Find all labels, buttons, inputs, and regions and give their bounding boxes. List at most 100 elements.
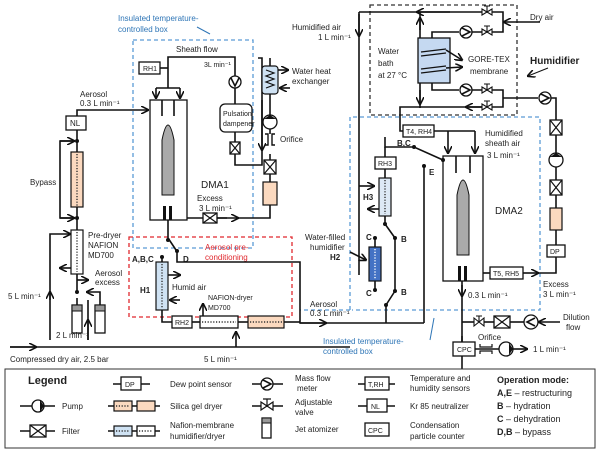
heat-exchanger-label: Water heat: [292, 67, 332, 76]
pre-dryer-label-2: NAFION: [88, 241, 118, 250]
dma1-label: DMA1: [201, 180, 229, 191]
2l-label: 2 L min⁻¹: [56, 331, 89, 340]
switch-b-bottom-label: B: [401, 288, 407, 297]
1l-label: 1 L min⁻¹: [533, 345, 566, 354]
switch-c-bottom-label: C: [366, 289, 372, 298]
rh2-label: RH2: [175, 320, 189, 327]
op-mode-ae: A,E – restructuring: [497, 388, 572, 398]
dry-air-label: Dry air: [530, 13, 554, 22]
adjustable-valve-icon: [481, 5, 493, 111]
sheath-rate-label: 3L min⁻¹: [204, 62, 231, 69]
legend-dp-symbol: DP: [125, 382, 135, 389]
bypass-label: Bypass: [30, 178, 56, 187]
legend-filter: Filter: [20, 424, 80, 438]
switch-b-top-label: B: [401, 235, 407, 244]
humidified-sheath-label-2: sheath air: [485, 139, 520, 148]
humidified-sheath-label: Humidified: [485, 129, 523, 138]
filter-icon: [549, 119, 563, 136]
legend-trh-symbol: T,RH: [368, 382, 384, 389]
legend-trh-label-2: humidity sensors: [410, 384, 470, 393]
humidifier-pointer: [528, 67, 549, 76]
legend-jet-label: Jet atomizer: [295, 425, 339, 434]
cpc-label: CPC: [457, 347, 472, 354]
legend-box: [4, 368, 596, 449]
excess2-label: Excess: [543, 280, 569, 289]
5l-bottom-label: 5 L min⁻¹: [204, 355, 237, 364]
aerosol-mid-rate: 0.3 L min⁻¹: [310, 309, 350, 318]
5l-left-label: 5 L min⁻¹: [8, 292, 41, 301]
insulated-box-title-2: controlled box: [118, 25, 168, 34]
humidified-sheath-rate: 3 L min⁻¹: [487, 151, 520, 160]
h3-label: H3: [363, 193, 374, 202]
compressed-air-label: Compressed dry air, 2.5 bar: [10, 355, 109, 364]
silica-gel-dryer-3: [262, 181, 278, 206]
aerosol-mid-label: Aerosol: [310, 300, 337, 309]
legend-dp: DP Dew point sensor: [113, 376, 232, 391]
nafion-dryer-label: NAFION-dryer: [208, 295, 253, 302]
insulated-box-title: Insulated temperature-: [118, 14, 199, 23]
switch-bc-label: B,C: [397, 139, 411, 148]
dma1-rod: [161, 124, 175, 196]
op-mode-db: D,B – bypass: [497, 427, 552, 437]
legend-cpc-symbol: CPC: [368, 428, 383, 435]
legend-title: Legend: [28, 375, 67, 387]
legend-nafion-label: Nafion-membrane: [170, 421, 235, 430]
water-bath-label-3: at 27 °C: [378, 71, 407, 80]
excess1-label: Excess: [197, 194, 223, 203]
adjustable-valve-icon: [473, 315, 485, 328]
legend-filter-label: Filter: [62, 427, 80, 436]
legend-valve: Adjustable valve: [252, 398, 333, 417]
filter-icon: [229, 141, 241, 155]
legend-jet: Jet atomizer: [261, 417, 339, 439]
humidifier-h1: [155, 261, 169, 311]
aerosol-in-label: Aerosol: [80, 90, 107, 99]
h1-label: H1: [140, 286, 151, 295]
legend-cpc: CPC Condensation particle counter: [364, 421, 465, 441]
op-mode-b: B – hydration: [497, 401, 551, 411]
orifice-label: Orifice: [280, 135, 304, 144]
pulsation-dampener: [219, 103, 253, 133]
legend-mfm-label-2: meter: [297, 384, 318, 393]
legend-trh: T,RH Temperature and humidity sensors: [358, 374, 470, 393]
humidifier-title: Humidifier: [530, 56, 580, 67]
pre-dryer-label-3: MD700: [88, 251, 114, 260]
legend-pump-label: Pump: [62, 402, 83, 411]
preconditioning-title-2: conditioning: [205, 253, 248, 262]
pulsation-label: Pulsation: [223, 111, 252, 118]
goretex-label-2: membrane: [470, 67, 509, 76]
filter-icon: [202, 212, 218, 224]
op-mode-c: C – dehydration: [497, 414, 561, 424]
water-filled-label: Water-filled: [305, 233, 345, 242]
insulated-box-pointer-2: [429, 317, 435, 341]
dilution-label: Dilution: [563, 313, 590, 322]
water-bath: [417, 37, 451, 84]
pulsation-label-2: dampener: [223, 121, 255, 128]
insulated-box-2: [300, 116, 541, 311]
orifice-2-label: Orifice: [478, 333, 502, 342]
filter-icon: [493, 315, 511, 329]
preconditioning-title: Aerosol pre-: [205, 243, 249, 252]
insulated-box-pointer: [196, 26, 211, 35]
humidified-air-rate: 1 L min⁻¹: [318, 33, 351, 42]
legend-trh-label: Temperature and: [410, 374, 470, 383]
legend-nl-symbol: NL: [371, 404, 380, 411]
legend-pump: Pump: [20, 399, 83, 413]
rh1-label: RH1: [143, 66, 157, 73]
legend-mfm: Mass flow meter: [252, 374, 331, 393]
dp-label: DP: [550, 249, 560, 256]
dma2-outlet-rate: 0.3 L min⁻¹: [468, 291, 508, 300]
t5rh5-label: T5, RH5: [493, 271, 519, 278]
legend-kr85-label: Kr 85 neutralizer: [410, 402, 469, 411]
dma2-rod: [456, 179, 470, 256]
switch-c-top-label: C: [366, 233, 372, 242]
t4rh4-label: T4, RH4: [406, 129, 432, 136]
dilution-label-2: flow: [566, 323, 580, 332]
humidified-air-label: Humidified air: [292, 23, 341, 32]
dma2-label: DMA2: [495, 206, 523, 217]
insulated-box-1: [132, 39, 254, 249]
silica-gel-dryer-4: [549, 207, 563, 231]
operation-mode: Operation mode: A,E – restructuring B – …: [497, 375, 572, 437]
legend-valve-label: Adjustable: [295, 398, 333, 407]
legend-nafion: Nafion-membrane humidifier/dryer: [108, 421, 235, 441]
switch-abc-label: A,B,C: [132, 255, 154, 264]
